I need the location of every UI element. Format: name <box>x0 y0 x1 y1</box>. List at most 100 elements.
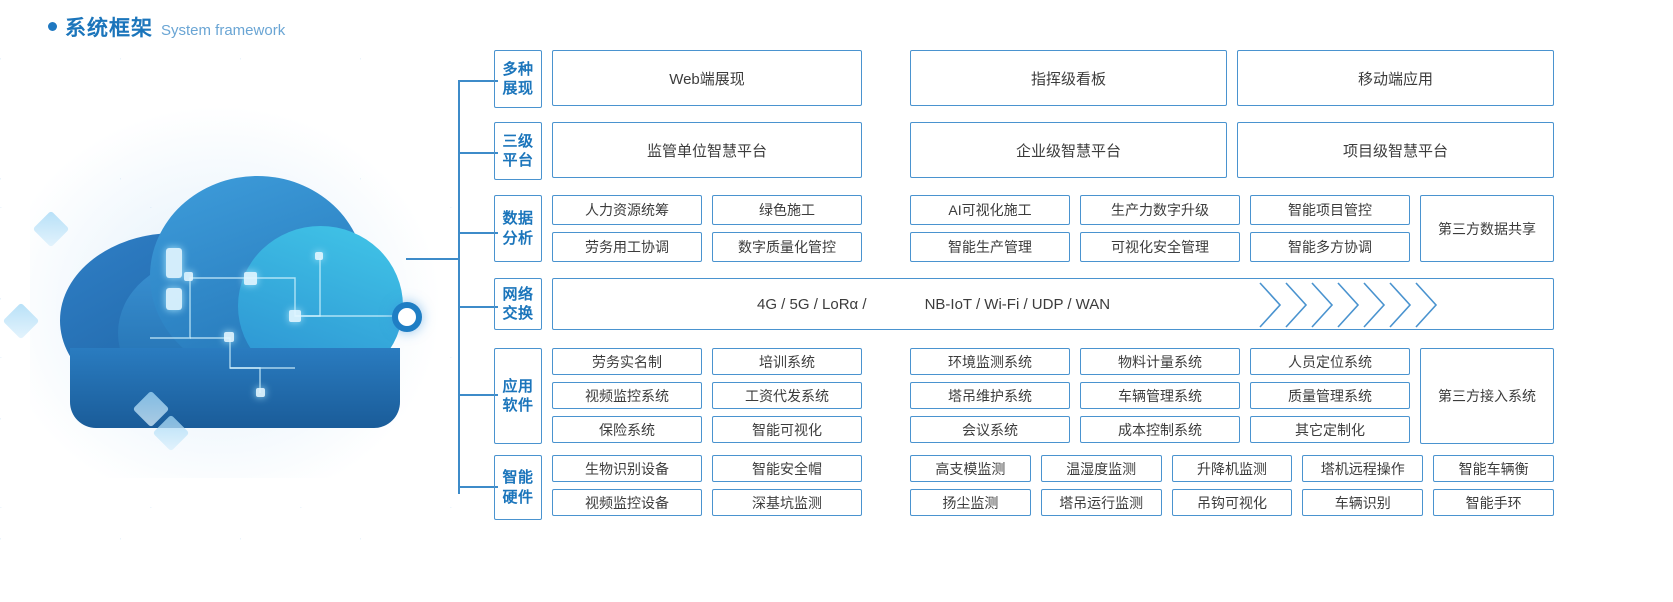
box-smart-project-control[interactable]: 智能项目管控 <box>1250 195 1410 225</box>
box-hoist-monitoring[interactable]: 升降机监测 <box>1171 455 1293 482</box>
row-label-data-analysis: 数据 分析 <box>494 195 542 262</box>
box-smart-visualization[interactable]: 智能可视化 <box>712 416 862 443</box>
network-banner[interactable]: 4G / 5G / LoRα / NB-IoT / Wi-Fi / UDP / … <box>552 278 1554 330</box>
bullet-dot-icon <box>48 22 57 31</box>
group-spacer <box>872 455 900 520</box>
row-label-line1: 网络 <box>502 285 534 303</box>
box-smart-helmet[interactable]: 智能安全帽 <box>712 455 862 482</box>
box-personnel-positioning-system[interactable]: 人员定位系统 <box>1250 348 1410 375</box>
circuit-node <box>244 272 257 285</box>
box-insurance-system[interactable]: 保险系统 <box>552 416 702 443</box>
box-smart-production-management[interactable]: 智能生产管理 <box>910 232 1070 262</box>
circuit-node <box>184 272 193 281</box>
box-biometric-device[interactable]: 生物识别设备 <box>552 455 702 482</box>
box-tower-crane-remote-operation[interactable]: 塔机远程操作 <box>1302 455 1424 482</box>
box-supervisor-platform[interactable]: 监管单位智慧平台 <box>552 122 862 178</box>
box-web-display[interactable]: Web端展现 <box>552 50 862 106</box>
box-payroll-system[interactable]: 工资代发系统 <box>712 382 862 409</box>
row-smart-hardware: 智能 硬件 生物识别设备 智能安全帽 视频监控设备 深基坑监测 高支模监测 温湿… <box>494 455 1554 520</box>
box-deep-foundation-pit-monitoring[interactable]: 深基坑监测 <box>712 489 862 516</box>
row-hardware-cells: 生物识别设备 智能安全帽 视频监控设备 深基坑监测 高支模监测 温湿度监测 升降… <box>552 455 1554 520</box>
box-digital-quality-control[interactable]: 数字质量化管控 <box>712 232 862 262</box>
tree-connector <box>406 58 498 518</box>
hardware-right-group: 高支模监测 温湿度监测 升降机监测 塔机远程操作 智能车辆衡 扬尘监测 塔吊运行… <box>910 455 1554 520</box>
network-banner-right: NB-IoT / Wi-Fi / UDP / WAN <box>924 295 1111 313</box>
row-app-cells: 劳务实名制 培训系统 视频监控系统 工资代发系统 保险系统 智能可视化 环境监测… <box>552 348 1554 444</box>
circuit-chip <box>166 248 182 278</box>
box-high-formwork-monitoring[interactable]: 高支模监测 <box>910 455 1031 482</box>
chevron-arrow-icon <box>1362 282 1388 328</box>
row-platform-cells: 监管单位智慧平台 企业级智慧平台 项目级智慧平台 <box>552 122 1554 180</box>
box-project-platform[interactable]: 项目级智慧平台 <box>1237 122 1554 178</box>
box-vehicle-recognition[interactable]: 车辆识别 <box>1302 489 1424 516</box>
box-quality-management-system[interactable]: 质量管理系统 <box>1250 382 1410 409</box>
box-smart-weighbridge[interactable]: 智能车辆衡 <box>1433 455 1554 482</box>
box-smart-multiparty-coordination[interactable]: 智能多方协调 <box>1250 232 1410 262</box>
box-labor-realname[interactable]: 劳务实名制 <box>552 348 702 375</box>
box-video-surveillance-system[interactable]: 视频监控系统 <box>552 382 702 409</box>
row-label-line1: 应用 <box>502 377 534 395</box>
box-tower-crane-operation-monitoring[interactable]: 塔吊运行监测 <box>1040 489 1162 516</box>
box-third-party-access-system[interactable]: 第三方接入系统 <box>1420 348 1554 444</box>
connector-branch-platform <box>458 152 498 154</box>
connector-branch-data <box>458 232 498 234</box>
group-spacer <box>872 348 900 444</box>
box-enterprise-platform[interactable]: 企业级智慧平台 <box>910 122 1227 178</box>
group-spacer <box>872 50 900 108</box>
connector-spine <box>458 80 460 494</box>
connection-hub-node-icon <box>392 302 422 332</box>
box-mobile-app[interactable]: 移动端应用 <box>1237 50 1554 106</box>
circuit-svg <box>150 258 392 393</box>
box-training-system[interactable]: 培训系统 <box>712 348 862 375</box>
box-other-customization[interactable]: 其它定制化 <box>1250 416 1410 443</box>
row-label-line2: 展现 <box>502 80 534 97</box>
box-dust-monitoring[interactable]: 扬尘监测 <box>910 489 1031 516</box>
box-hr-coordination[interactable]: 人力资源统筹 <box>552 195 702 225</box>
box-smart-bracelet[interactable]: 智能手环 <box>1433 489 1554 516</box>
row-label-display: 多种 展现 <box>494 50 542 108</box>
connector-branch-network <box>458 306 498 308</box>
box-visual-safety-management[interactable]: 可视化安全管理 <box>1080 232 1240 262</box>
box-material-metering-system[interactable]: 物料计量系统 <box>1080 348 1240 375</box>
box-third-party-data-sharing[interactable]: 第三方数据共享 <box>1420 195 1554 262</box>
box-meeting-system[interactable]: 会议系统 <box>910 416 1070 443</box>
box-hook-visualization[interactable]: 吊钩可视化 <box>1171 489 1293 516</box>
page-title: 系统框架 <box>65 17 153 40</box>
box-vehicle-management-system[interactable]: 车辆管理系统 <box>1080 382 1240 409</box>
box-productivity-digital-upgrade[interactable]: 生产力数字升级 <box>1080 195 1240 225</box>
box-ai-visual-construction[interactable]: AI可视化施工 <box>910 195 1070 225</box>
row-label-network: 网络 交换 <box>494 278 542 330</box>
row-label-line1: 智能 <box>502 469 534 487</box>
row-label-line1: 数据 <box>502 210 534 228</box>
box-command-dashboard[interactable]: 指挥级看板 <box>910 50 1227 106</box>
circuit-node <box>256 388 265 397</box>
app-right-group: 环境监测系统 物料计量系统 人员定位系统 塔吊维护系统 车辆管理系统 质量管理系… <box>910 348 1410 444</box>
box-cost-control-system[interactable]: 成本控制系统 <box>1080 416 1240 443</box>
circuit-node <box>315 252 323 260</box>
framework-diagram: 多种 展现 Web端展现 指挥级看板 移动端应用 三级 平台 <box>494 50 1554 520</box>
row-label-line2: 平台 <box>502 152 534 169</box>
chevron-arrow-icon <box>1284 282 1310 328</box>
box-environment-monitoring-system[interactable]: 环境监测系统 <box>910 348 1070 375</box>
hardware-left-group: 生物识别设备 智能安全帽 视频监控设备 深基坑监测 <box>552 455 862 520</box>
cloud-base <box>70 348 400 428</box>
data-right-group: AI可视化施工 生产力数字升级 智能项目管控 智能生产管理 可视化安全管理 智能… <box>910 195 1410 262</box>
row-application-software: 应用 软件 劳务实名制 培训系统 视频监控系统 工资代发系统 保险系统 智能可视… <box>494 348 1554 444</box>
box-labor-coordination[interactable]: 劳务用工协调 <box>552 232 702 262</box>
box-crane-maintenance-system[interactable]: 塔吊维护系统 <box>910 382 1070 409</box>
box-video-surveillance-device[interactable]: 视频监控设备 <box>552 489 702 516</box>
box-temperature-humidity-monitoring[interactable]: 温湿度监测 <box>1040 455 1162 482</box>
connector-branch-hardware <box>458 486 498 488</box>
row-label-line2: 交换 <box>502 305 534 322</box>
circuit-node <box>224 332 234 342</box>
box-green-construction[interactable]: 绿色施工 <box>712 195 862 225</box>
circuit-traces <box>120 218 420 418</box>
connector-stem <box>406 258 459 260</box>
chevron-arrow-icon <box>1336 282 1362 328</box>
circuit-chip <box>166 288 182 310</box>
row-label-application-software: 应用 软件 <box>494 348 542 444</box>
row-display: 多种 展现 Web端展现 指挥级看板 移动端应用 <box>494 50 1554 108</box>
row-data-analysis: 数据 分析 人力资源统筹 绿色施工 劳务用工协调 数字质量化管控 AI可视化施工 <box>494 195 1554 262</box>
row-network: 网络 交换 4G / 5G / LoRα / NB-IoT / Wi-Fi / … <box>494 278 1554 330</box>
row-label-line1: 三级 <box>502 132 534 150</box>
